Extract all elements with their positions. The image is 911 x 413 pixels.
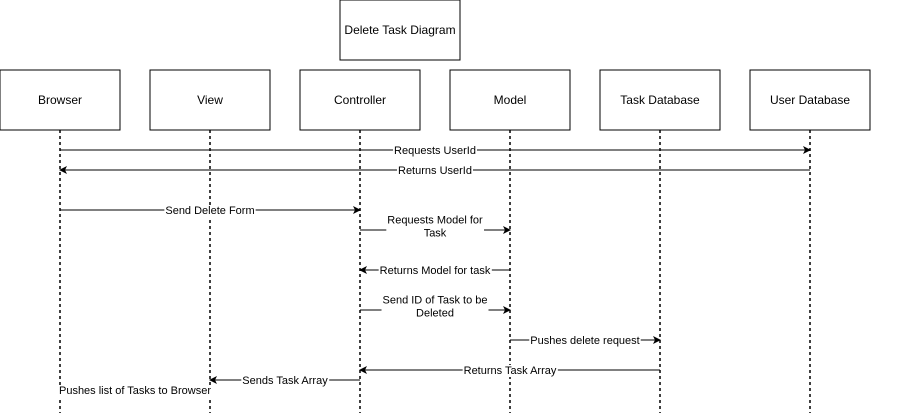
message-arrow: Send Delete Form bbox=[60, 205, 361, 217]
message-label-line: Returns UserId bbox=[398, 165, 472, 177]
participant-controller: Controller bbox=[299, 69, 421, 413]
message-label-bg bbox=[397, 165, 473, 177]
message-label-line: Requests UserId bbox=[394, 145, 476, 157]
message-label-bg bbox=[57, 385, 213, 397]
participant-model: Model bbox=[449, 69, 571, 413]
participants: Browser View Controller Model Task Database U… bbox=[0, 69, 871, 413]
message-arrow: Pushes list of Tasks to Browser bbox=[57, 385, 213, 397]
message-label: Pushes list of Tasks to Browser bbox=[59, 385, 211, 397]
message-label-line: Send ID of Task to be bbox=[383, 295, 488, 307]
message-label-bg bbox=[393, 145, 477, 157]
message-label-line: Sends Task Array bbox=[242, 375, 328, 387]
message-label-bg bbox=[241, 375, 330, 387]
message-arrow: Returns UserId bbox=[59, 165, 810, 177]
message-label-bg bbox=[386, 214, 485, 240]
participant-box bbox=[749, 69, 871, 131]
participant-user-db: User Database bbox=[749, 69, 871, 413]
message-label-line: Returns Model for task bbox=[380, 265, 491, 277]
message-label-bg bbox=[529, 335, 641, 347]
message-label: Requests UserId bbox=[394, 145, 476, 157]
message-label-line: Requests Model for bbox=[387, 215, 483, 227]
message-label-bg bbox=[378, 265, 492, 277]
participant-label: Browser bbox=[38, 93, 82, 107]
diagram-title-box: Delete Task Diagram bbox=[339, 0, 461, 61]
message-label: Sends Task Array bbox=[242, 375, 328, 387]
participant-label: User Database bbox=[770, 93, 850, 107]
participant-label: Task Database bbox=[620, 93, 700, 107]
message-arrow: Returns Task Array bbox=[359, 365, 660, 377]
message-label-line: Deleted bbox=[416, 308, 454, 320]
message-arrow: Requests UserId bbox=[60, 145, 811, 157]
message-label-bg bbox=[381, 294, 489, 320]
message-arrow: Pushes delete request bbox=[510, 335, 661, 347]
message-label: Returns Model for task bbox=[380, 265, 491, 277]
message-label-line: Pushes list of Tasks to Browser bbox=[59, 385, 211, 397]
message-label-line: Pushes delete request bbox=[530, 335, 639, 347]
message-label: Pushes delete request bbox=[530, 335, 639, 347]
message-label-line: Send Delete Form bbox=[165, 205, 254, 217]
participant-box bbox=[599, 69, 721, 131]
message-label: Returns Task Array bbox=[464, 365, 557, 377]
participant-task-db: Task Database bbox=[599, 69, 721, 413]
message-label: Send Delete Form bbox=[165, 205, 254, 217]
participant-box bbox=[299, 69, 421, 131]
message-label-line: Returns Task Array bbox=[464, 365, 557, 377]
message-arrow: Returns Model for task bbox=[359, 265, 510, 277]
participant-view: View bbox=[149, 69, 271, 413]
diagram-title: Delete Task Diagram bbox=[344, 23, 455, 37]
message-label-bg bbox=[462, 365, 558, 377]
message-label-bg bbox=[164, 205, 256, 217]
participant-label: Controller bbox=[334, 93, 386, 107]
participant-box bbox=[0, 69, 121, 131]
participant-label: View bbox=[197, 93, 223, 107]
message-label-line: Task bbox=[424, 228, 447, 240]
message-arrow: Sends Task Array bbox=[209, 375, 360, 387]
message-label: Returns UserId bbox=[398, 165, 472, 177]
participant-label: Model bbox=[494, 93, 527, 107]
participant-browser: Browser bbox=[0, 69, 121, 413]
